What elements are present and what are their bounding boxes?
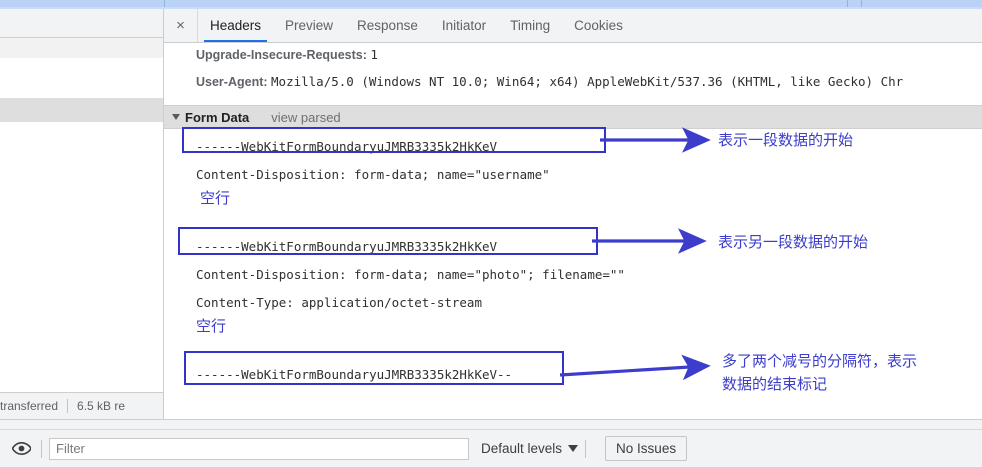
tab-headers[interactable]: Headers: [198, 9, 273, 42]
console-toolbar-divider: [585, 439, 587, 458]
detail-tab-bar: × Headers Preview Response Initiator Tim…: [164, 9, 982, 43]
headers-body: Upgrade-Insecure-Requests: 1 User-Agent:…: [164, 43, 982, 419]
header-name: User-Agent:: [196, 75, 272, 89]
form-data-line-content-disposition-username: Content-Disposition: form-data; name="us…: [196, 167, 550, 182]
console-toolbar-divider: [41, 439, 42, 458]
status-divider: [67, 399, 69, 413]
request-row[interactable]: [0, 78, 163, 98]
header-name: Upgrade-Insecure-Requests:: [196, 48, 371, 62]
request-detail-pane: × Headers Preview Response Initiator Tim…: [164, 9, 982, 419]
form-data-line-boundary-1: ------WebKitFormBoundaryuJMRB3335k2HkKeV: [196, 139, 498, 154]
tab-strip-divider: [164, 0, 165, 9]
tab-initiator[interactable]: Initiator: [441, 18, 487, 33]
triangle-down-icon: [172, 114, 180, 120]
network-status-bar: transferred 6.5 kB re: [0, 392, 163, 419]
form-data-line-boundary-2: ------WebKitFormBoundaryuJMRB3335k2HkKeV: [196, 239, 498, 254]
form-data-line-content-disposition-photo: Content-Disposition: form-data; name="ph…: [196, 267, 625, 282]
console-toolbar: Default levels No Issues: [0, 429, 982, 467]
form-data-title: Form Data: [185, 109, 250, 125]
request-list-header: [0, 9, 163, 38]
header-value: 1: [370, 47, 378, 62]
form-data-line-content-type: Content-Type: application/octet-stream: [196, 295, 482, 310]
view-parsed-link[interactable]: view parsed: [271, 109, 341, 125]
request-list-panel[interactable]: transferred 6.5 kB re: [0, 9, 164, 419]
header-row-user-agent: User-Agent: Mozilla/5.0 (Windows NT 10.0…: [196, 74, 903, 89]
no-issues-button[interactable]: No Issues: [605, 436, 688, 461]
tab-response[interactable]: Response: [357, 18, 418, 33]
tab-strip-divider: [847, 0, 848, 9]
log-level-label: Default levels: [481, 441, 563, 456]
browser-tab-strip: [0, 0, 982, 9]
tab-strip-underline: [0, 7, 982, 9]
transferred-label: transferred: [0, 399, 59, 413]
close-icon[interactable]: ×: [164, 9, 198, 42]
header-value: Mozilla/5.0 (Windows NT 10.0; Win64; x64…: [271, 74, 904, 89]
log-level-dropdown[interactable]: Default levels: [481, 441, 579, 456]
eye-icon[interactable]: [8, 436, 34, 462]
request-row-selected[interactable]: [0, 98, 163, 122]
chevron-down-icon: [568, 445, 579, 452]
form-data-section-header[interactable]: Form Data view parsed: [164, 105, 982, 129]
console-drawer: Default levels No Issues: [0, 419, 982, 467]
filter-input[interactable]: [49, 437, 469, 460]
tab-cookies[interactable]: Cookies: [574, 18, 623, 33]
request-row[interactable]: [0, 58, 163, 78]
resources-label: 6.5 kB re: [77, 399, 126, 413]
tab-preview[interactable]: Preview: [285, 18, 334, 33]
request-row[interactable]: [0, 38, 163, 58]
tab-timing[interactable]: Timing: [510, 18, 551, 33]
form-data-line-boundary-end: ------WebKitFormBoundaryuJMRB3335k2HkKeV…: [196, 367, 513, 382]
header-row-upgrade-insecure-requests: Upgrade-Insecure-Requests: 1: [196, 47, 378, 62]
tab-strip-divider: [861, 0, 862, 9]
